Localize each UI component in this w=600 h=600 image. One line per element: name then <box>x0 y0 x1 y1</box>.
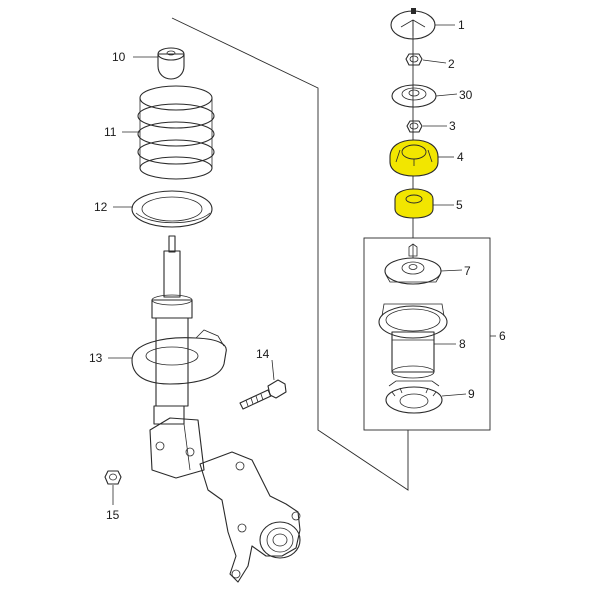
callout-9: 9 <box>468 387 475 401</box>
callout-1: 1 <box>458 18 465 32</box>
part-11-coil-spring <box>137 85 215 180</box>
part-8-bearing-boot <box>378 303 448 379</box>
steering-knuckle <box>199 451 301 583</box>
callout-11: 11 <box>104 125 117 139</box>
strut-assembly <box>131 235 227 479</box>
callout-7: 7 <box>464 264 471 278</box>
part-7-strut-mount <box>384 243 442 285</box>
callout-12: 12 <box>94 200 108 214</box>
callout-3: 3 <box>449 119 456 133</box>
part-30-washer <box>391 84 437 108</box>
callout-30: 30 <box>459 88 473 102</box>
part-10-bump-stop <box>157 47 185 80</box>
part-4-bushing <box>389 139 439 177</box>
callout-2: 2 <box>448 57 455 71</box>
guide-frame <box>171 17 414 491</box>
part-14-bolt <box>239 379 287 410</box>
callout-5: 5 <box>456 198 463 212</box>
assembly-6-box <box>363 237 491 431</box>
callout-13: 13 <box>89 351 103 365</box>
leader-lines <box>108 24 467 505</box>
callout-15: 15 <box>106 508 120 522</box>
part-1-cap <box>390 8 436 40</box>
part-12-upper-seat <box>131 190 213 228</box>
part-15-nut <box>104 470 122 485</box>
part-2-nut <box>405 53 423 66</box>
part-9-spring-seat <box>385 380 443 414</box>
callout-labels: 1 2 30 3 4 5 6 7 8 9 10 11 12 13 14 15 <box>89 18 506 522</box>
callout-8: 8 <box>459 337 466 351</box>
callout-4: 4 <box>457 150 464 164</box>
part-5-bushing-base <box>394 188 434 219</box>
callout-14: 14 <box>256 347 270 361</box>
callout-10: 10 <box>112 50 126 64</box>
part-3-nut <box>406 120 423 133</box>
callout-6: 6 <box>499 329 506 343</box>
